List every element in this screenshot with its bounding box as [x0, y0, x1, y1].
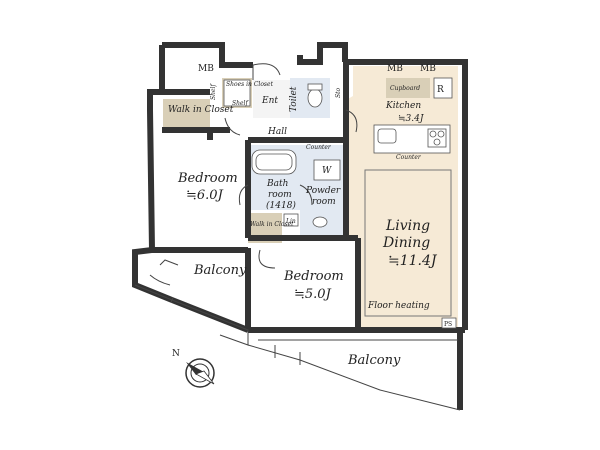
shoes-in-closet-label: Shoes in Closet: [226, 81, 274, 88]
washer-label: W: [322, 166, 332, 176]
labels: MB MB MB Shoes in Closet Shelf Shelf Wal…: [168, 64, 452, 368]
counter-1-label: Counter: [306, 144, 332, 151]
toilet-bowl: [307, 88, 323, 108]
fixtures: [223, 77, 457, 329]
ps-label: PS: [444, 321, 452, 328]
cupboard-floor: [386, 78, 430, 98]
kitchen-sink: [377, 128, 397, 144]
linen-closet: [283, 213, 299, 227]
kitchen-label: Kitchen: [385, 101, 421, 111]
shelf-bottom-label: Shelf: [232, 100, 249, 107]
mb-left-label: MB: [198, 64, 214, 74]
toilet-tank: [307, 83, 323, 91]
compass-icon: N: [172, 349, 215, 388]
bath-label: Bath: [266, 179, 288, 189]
bath-room-label: room: [268, 190, 292, 200]
refrigerator: [433, 77, 453, 99]
living-label: Living: [385, 218, 430, 234]
counter-2-label: Counter: [396, 154, 422, 161]
bedroom-1-area-label: ≒6.0J: [186, 188, 224, 203]
compass-north-label: N: [172, 349, 180, 359]
washing-machine: [313, 159, 341, 181]
sink: [312, 216, 328, 228]
refrigerator-label: R: [437, 85, 444, 95]
ps-box: [441, 317, 457, 329]
dining-label: Dining: [382, 235, 430, 251]
kitchen-area-label: ≒3.4J: [398, 114, 425, 124]
floor-heating-area: [364, 169, 452, 317]
balcony-left-label: Balcony: [193, 263, 247, 278]
shelf-left-label: Shelf: [210, 83, 217, 100]
living-dining-floor: [346, 100, 458, 330]
powder-room-label: room: [312, 197, 336, 207]
sto-label: Sto: [335, 87, 342, 98]
cupboard-label: Cupboard: [390, 85, 420, 92]
ent-label: Ent: [261, 96, 278, 106]
walk-in-closet-1-floor: [163, 99, 210, 130]
bedroom-2-label: Bedroom: [283, 269, 344, 284]
living-area-label: ≒11.4J: [388, 253, 438, 269]
powder-label: Powder: [305, 186, 341, 196]
bath-size-label: (1418): [266, 200, 296, 211]
walk-in-closet-2-label: Walk in Closet: [250, 221, 294, 228]
entrance-floor: [253, 80, 290, 118]
toilet-label: Toilet: [289, 86, 299, 112]
hall-label: Hall: [267, 127, 287, 137]
bedroom-1-label: Bedroom: [177, 171, 238, 186]
mb-right-1-label: MB: [387, 64, 403, 74]
bath-tub-inner: [255, 153, 293, 171]
walk-in-closet-1-label: Walk in Closet: [168, 105, 234, 115]
floor-heating-label: Floor heating: [367, 301, 430, 311]
shoes-closet: [223, 79, 251, 107]
lin-label: Lin: [285, 218, 296, 225]
balcony-bottom-label: Balcony: [347, 353, 401, 368]
mb-right-2-label: MB: [420, 64, 436, 74]
bedroom-2-area-label: ≒5.0J: [294, 287, 332, 302]
doors: [149, 63, 358, 286]
balconies: [134, 259, 461, 411]
